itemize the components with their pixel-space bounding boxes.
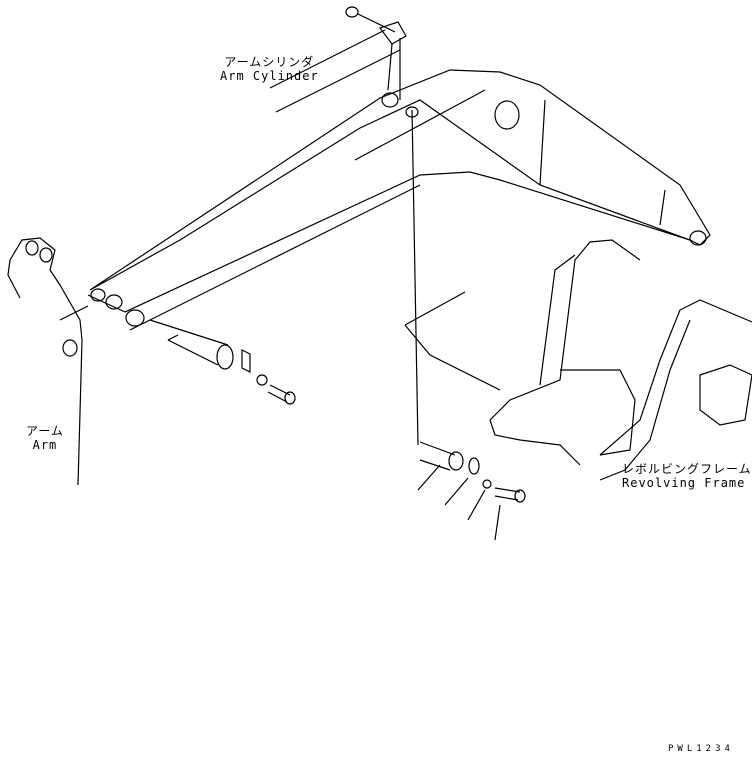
left-pin-assembly	[149, 319, 296, 405]
revolving-frame	[404, 109, 752, 481]
right-pin-assembly	[417, 441, 526, 541]
arm-cylinder-label-en: Arm Cylinder	[220, 69, 319, 83]
revolving-frame-label-jp: レボルビングフレーム	[622, 462, 752, 476]
arm-cylinder-label: アームシリンダ Arm Cylinder	[220, 55, 319, 83]
arm-cylinder-label-jp: アームシリンダ	[224, 55, 315, 69]
arm	[7, 237, 89, 486]
arm-label-jp: アーム	[26, 424, 64, 438]
drawing-code: PWL1234	[668, 744, 734, 754]
arm-label-en: Arm	[32, 438, 58, 452]
boom	[87, 69, 711, 331]
revolving-frame-label-en: Revolving Frame	[622, 476, 746, 490]
arm-label: アーム Arm	[26, 424, 64, 452]
revolving-frame-label: レボルビングフレーム Revolving Frame	[622, 462, 752, 490]
